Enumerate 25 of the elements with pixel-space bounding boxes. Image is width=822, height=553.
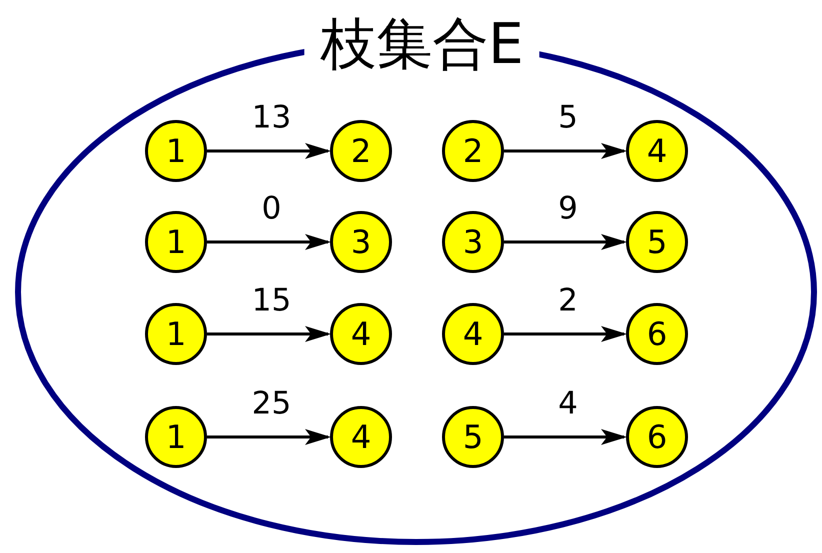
node-circle: 4 bbox=[330, 406, 392, 468]
node-circle: 2 bbox=[442, 120, 504, 182]
arrow bbox=[207, 234, 331, 250]
node-circle: 4 bbox=[626, 120, 688, 182]
node-circle: 6 bbox=[626, 303, 688, 365]
node-circle: 1 bbox=[145, 211, 207, 273]
node-circle: 1 bbox=[145, 303, 207, 365]
arrow bbox=[504, 429, 627, 445]
arrow bbox=[207, 429, 331, 445]
node-circle: 6 bbox=[626, 406, 688, 468]
node-circle: 3 bbox=[330, 211, 392, 273]
node-circle: 1 bbox=[145, 406, 207, 468]
arrow bbox=[207, 143, 331, 159]
node-circle: 5 bbox=[626, 211, 688, 273]
node-circle: 4 bbox=[330, 303, 392, 365]
arrow bbox=[207, 326, 331, 342]
set-title: 枝集合E bbox=[304, 17, 540, 73]
node-circle: 3 bbox=[442, 211, 504, 273]
node-circle: 2 bbox=[330, 120, 392, 182]
arrow bbox=[504, 143, 627, 159]
arrow bbox=[504, 234, 627, 250]
node-circle: 5 bbox=[442, 406, 504, 468]
node-circle: 1 bbox=[145, 120, 207, 182]
arrow bbox=[504, 326, 627, 342]
node-circle: 4 bbox=[442, 303, 504, 365]
